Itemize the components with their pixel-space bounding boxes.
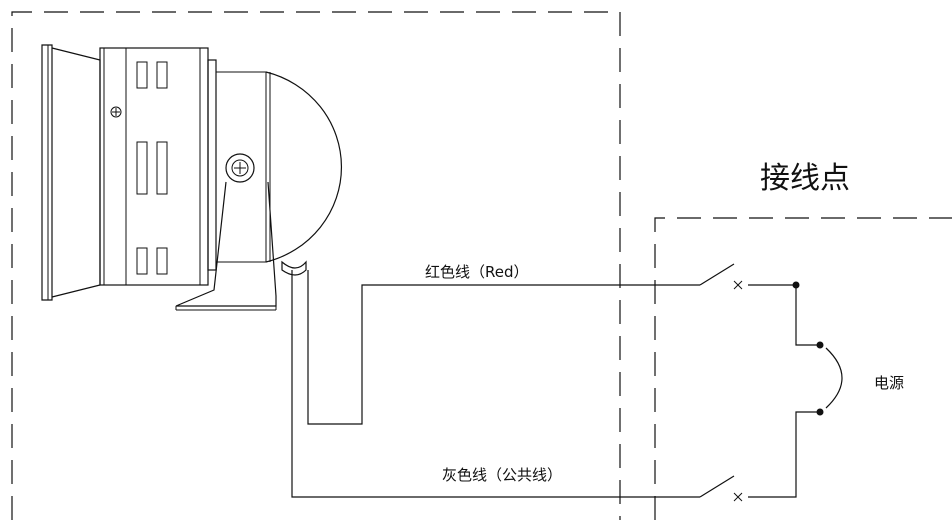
power-source-arc <box>825 347 843 409</box>
siren-device-drawing <box>41 44 343 311</box>
power-source-label: 电源 <box>874 374 904 392</box>
switch-contact-gray <box>733 492 743 502</box>
power-terminal-dot <box>816 341 824 349</box>
device-enclosure-boundary <box>11 11 621 520</box>
junction-dot <box>792 281 800 289</box>
gray-wire-label: 灰色线（公共线） <box>442 466 562 484</box>
power-terminal-dot <box>816 408 824 416</box>
switch-contact-red <box>733 280 743 290</box>
connection-point-title: 接线点 <box>760 161 850 196</box>
gray-wire-path <box>291 270 820 498</box>
terminal-enclosure-boundary <box>654 217 952 520</box>
red-wire-path <box>307 263 820 425</box>
red-wire-label: 红色线（Red） <box>425 263 529 281</box>
